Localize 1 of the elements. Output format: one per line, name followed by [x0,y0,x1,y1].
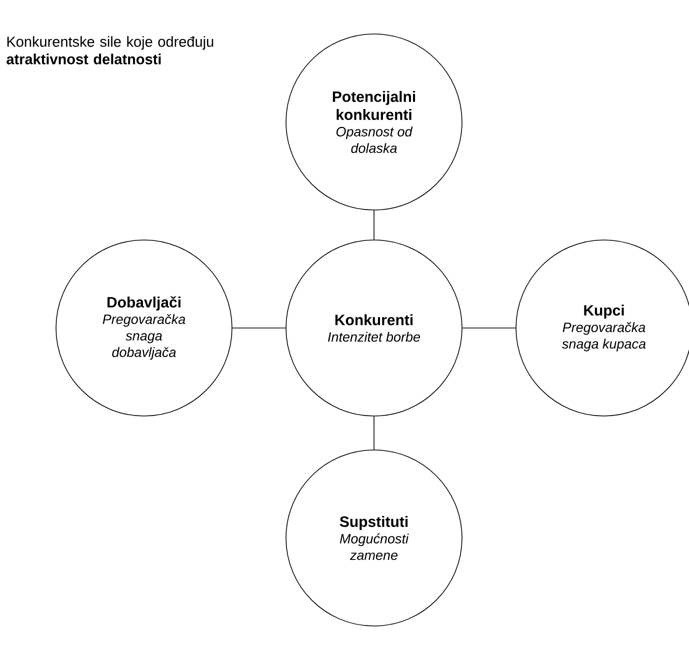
title: Konkurentske sile koje određuju atraktivnost delatnosti [6,36,214,64]
